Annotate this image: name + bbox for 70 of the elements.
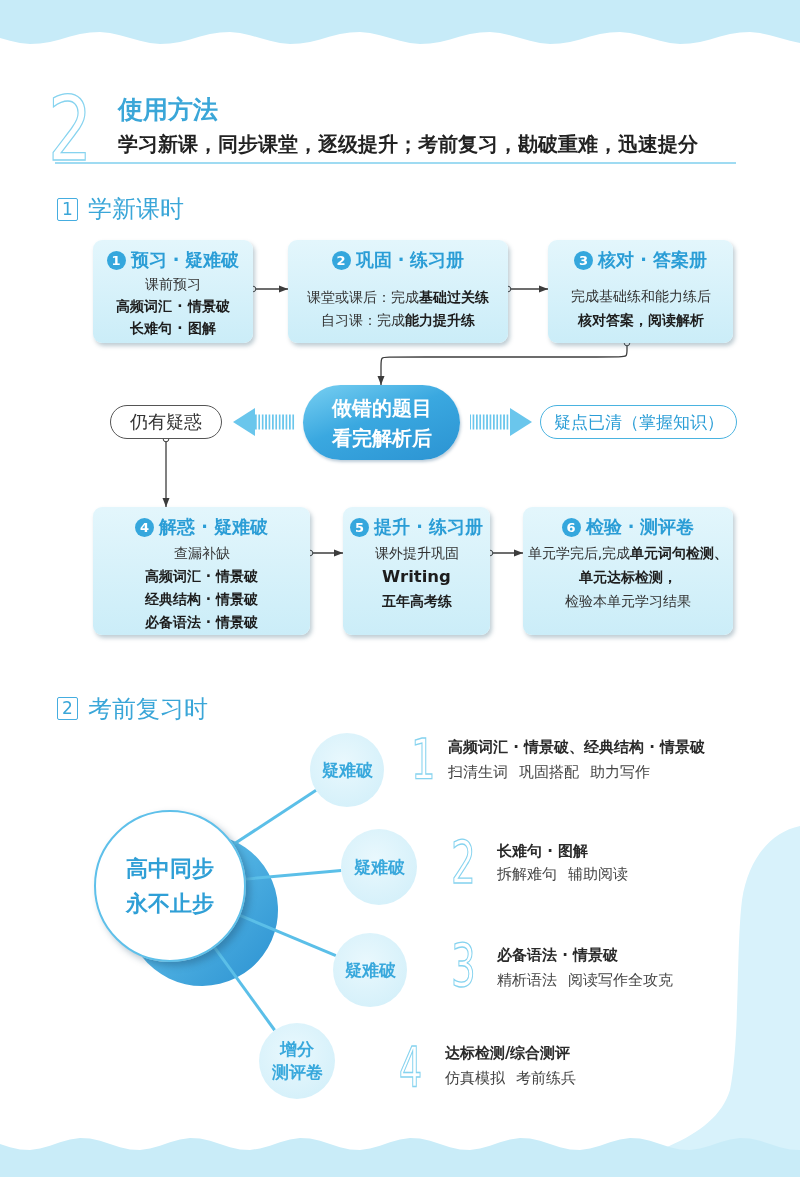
card-title: 核对 · 答案册 [598, 250, 707, 270]
pill-text: 疑点已清（掌握知识） [553, 410, 724, 434]
item-heading: 必备语法 · 情景破 [497, 945, 619, 965]
item-description: 拆解难句 辅助阅读 [497, 864, 628, 884]
block-arrow [233, 408, 295, 436]
step-number: 2 [331, 250, 351, 270]
topic-text: 疑难破 [321, 758, 373, 782]
item-heading: 长难句 · 图解 [497, 841, 589, 861]
section-number: 1 [411, 731, 436, 787]
section-number: 4 [399, 1039, 423, 1095]
item-description: 仿真模拟 考前练兵 [445, 1068, 576, 1088]
section-number: 2 [451, 833, 476, 892]
card-text: 单元学完后,完成单元词句检测、单元达标检测， [526, 544, 730, 587]
topic-text: 疑难破 [344, 958, 396, 982]
outcome-pill [110, 405, 222, 439]
hub-text: 高中同步永不止步 [124, 854, 215, 918]
connector-line [213, 946, 276, 1032]
card-text: 长难句 · 图解 [129, 319, 217, 338]
connector-line [245, 868, 342, 881]
section-number: 2 [48, 84, 93, 174]
pill-text: 仍有疑惑 [130, 411, 202, 434]
step-card [93, 507, 310, 635]
item-heading: 达标检测/综合测评 [445, 1043, 571, 1063]
card-text: 自习课：完成能力提升练 [320, 310, 476, 330]
step-number: 1 [106, 250, 126, 270]
step-number: 5 [350, 517, 370, 537]
subtitle: 学习新课，同步课堂，逐级提升；考前复习，勘破重难，迅速提分 [118, 132, 698, 158]
pill-text: 做错的题目看完解析后 [330, 394, 433, 452]
outcome-pill [540, 405, 737, 439]
card-text: 课堂或课后：完成基础过关练 [306, 287, 490, 307]
card-text: 核对答案，阅读解析 [576, 311, 705, 330]
step-number: 4 [135, 517, 155, 537]
section-number: 2 [57, 697, 78, 720]
section-heading: 考前复习时 [88, 694, 208, 724]
card-text: 高频词汇 · 情景破 [115, 297, 231, 316]
card-title: 检验 · 测评卷 [585, 517, 695, 537]
section-heading: 学新课时 [88, 194, 184, 224]
card-title: 预习 · 疑难破 [130, 250, 240, 270]
page-title: 使用方法 [118, 94, 218, 126]
block-arrow [470, 408, 532, 436]
connector-line [239, 914, 337, 958]
card-text: 经典结构 · 情景破 [143, 589, 260, 609]
step-card [548, 240, 733, 343]
card-text: 课外提升巩固 [373, 544, 460, 563]
card-text: 必备语法 · 情景破 [143, 612, 260, 632]
topic-text: 增分测评卷 [271, 1038, 323, 1084]
step-number: 6 [561, 517, 581, 537]
card-text: Writing [381, 566, 452, 588]
step-number: 3 [574, 250, 594, 270]
card-title: 解惑 · 疑难破 [159, 517, 268, 537]
item-description: 精析语法 阅读写作全攻克 [497, 970, 673, 990]
section-number: 3 [451, 936, 476, 995]
card-text: 课前预习 [144, 275, 202, 294]
section-number: 1 [57, 198, 78, 221]
step-card [523, 507, 733, 635]
card-text: 五年高考练 [380, 592, 453, 611]
card-title: 提升 · 练习册 [374, 517, 483, 537]
topic-text: 疑难破 [353, 855, 405, 879]
connector-line [232, 789, 317, 846]
card-text: 完成基础练和能力练后 [569, 287, 712, 306]
card-title: 巩固 · 练习册 [355, 250, 465, 270]
step-card [343, 507, 490, 635]
step-card [93, 240, 253, 343]
card-text: 高频词汇 · 情景破 [143, 566, 260, 586]
item-heading: 高频词汇 · 情景破、经典结构 · 情景破 [448, 737, 706, 757]
card-text: 查漏补缺 [172, 543, 231, 563]
highlight-pill [303, 385, 460, 460]
step-card [288, 240, 508, 343]
item-description: 扫清生词 巩固搭配 助力写作 [448, 762, 650, 782]
card-text: 检验本单元学习结果 [564, 592, 692, 611]
